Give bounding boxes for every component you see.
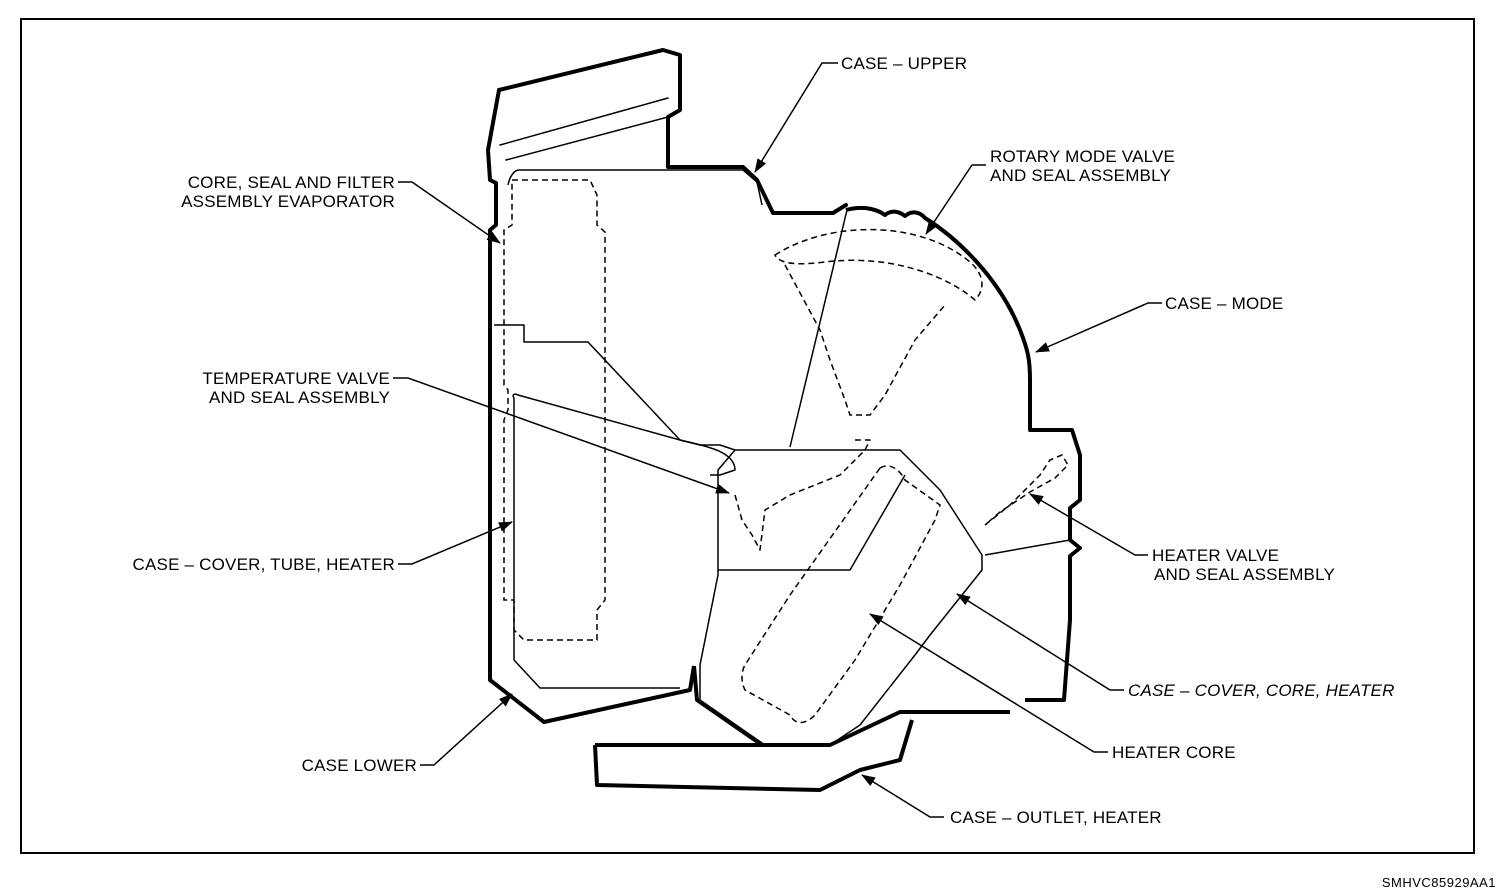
case-outlet-heater-shape <box>593 665 1064 792</box>
label-heater-valve-line2: AND SEAL ASSEMBLY <box>1154 565 1336 584</box>
label-outlet-heater-text: CASE – OUTLET, HEATER <box>950 808 1162 827</box>
leader-cover-tube-heater <box>398 521 513 565</box>
leader-rotary-mode <box>925 164 986 235</box>
label-case-mode: CASE – MODE <box>1165 294 1283 313</box>
label-core-evaporator: CORE, SEAL AND FILTER ASSEMBLY EVAPORATO… <box>181 173 395 211</box>
case-cover-tube-heater-shape <box>488 183 736 724</box>
label-core-line2: ASSEMBLY EVAPORATOR <box>181 192 395 211</box>
leader-case-upper <box>754 62 838 173</box>
label-outlet-heater: CASE – OUTLET, HEATER <box>950 808 1162 827</box>
label-rotary-mode-valve: ROTARY MODE VALVE AND SEAL ASSEMBLY <box>990 147 1175 185</box>
leader-heater-core <box>869 613 1108 753</box>
label-heater-core: HEATER CORE <box>1112 743 1236 762</box>
leader-case-lower <box>420 693 513 766</box>
label-temp-line2: AND SEAL ASSEMBLY <box>208 388 390 407</box>
label-rotary-line2: AND SEAL ASSEMBLY <box>990 166 1172 185</box>
label-cover-core-heater: CASE – COVER, CORE, HEATER <box>1128 681 1395 700</box>
leader-heater-valve <box>1029 493 1148 556</box>
figure-code: SMHVC85929AA1 <box>1381 875 1496 890</box>
label-cover-core-heater-text: CASE – COVER, CORE, HEATER <box>1128 681 1395 700</box>
label-case-upper: CASE – UPPER <box>841 54 967 73</box>
leader-temperature-valve <box>393 377 730 494</box>
label-heater-core-text: HEATER CORE <box>1112 743 1236 762</box>
leader-core-evaporator <box>398 181 501 244</box>
label-cover-tube-heater: CASE – COVER, TUBE, HEATER <box>133 555 395 574</box>
heater-core-shape <box>741 465 941 724</box>
rotary-mode-valve-shape <box>774 228 983 416</box>
label-temperature-valve: TEMPERATURE VALVE AND SEAL ASSEMBLY <box>202 369 390 407</box>
label-cover-tube-heater-text: CASE – COVER, TUBE, HEATER <box>132 555 395 574</box>
label-heater-valve: HEATER VALVE AND SEAL ASSEMBLY <box>1152 546 1335 584</box>
label-temp-line1: TEMPERATURE VALVE <box>202 369 390 388</box>
leader-lines <box>393 62 1162 818</box>
leader-case-mode <box>1035 302 1162 353</box>
label-heater-valve-line1: HEATER VALVE <box>1152 546 1280 565</box>
label-case-lower: CASE LOWER <box>302 756 417 775</box>
temperature-valve-shape <box>699 209 983 746</box>
label-case-mode-text: CASE – MODE <box>1165 294 1284 313</box>
diagram-frame <box>20 18 1475 854</box>
label-rotary-line1: ROTARY MODE VALVE <box>990 147 1176 166</box>
label-case-lower-text: CASE LOWER <box>301 756 417 775</box>
case-mode-shape <box>845 205 1082 702</box>
leader-cover-core-heater <box>956 593 1124 691</box>
label-core-line1: CORE, SEAL AND FILTER <box>187 173 395 192</box>
label-case-upper-text: CASE – UPPER <box>841 54 968 73</box>
heater-valve-shape <box>984 454 1069 526</box>
case-upper-shape <box>486 48 848 215</box>
leader-outlet-heater <box>861 774 944 818</box>
